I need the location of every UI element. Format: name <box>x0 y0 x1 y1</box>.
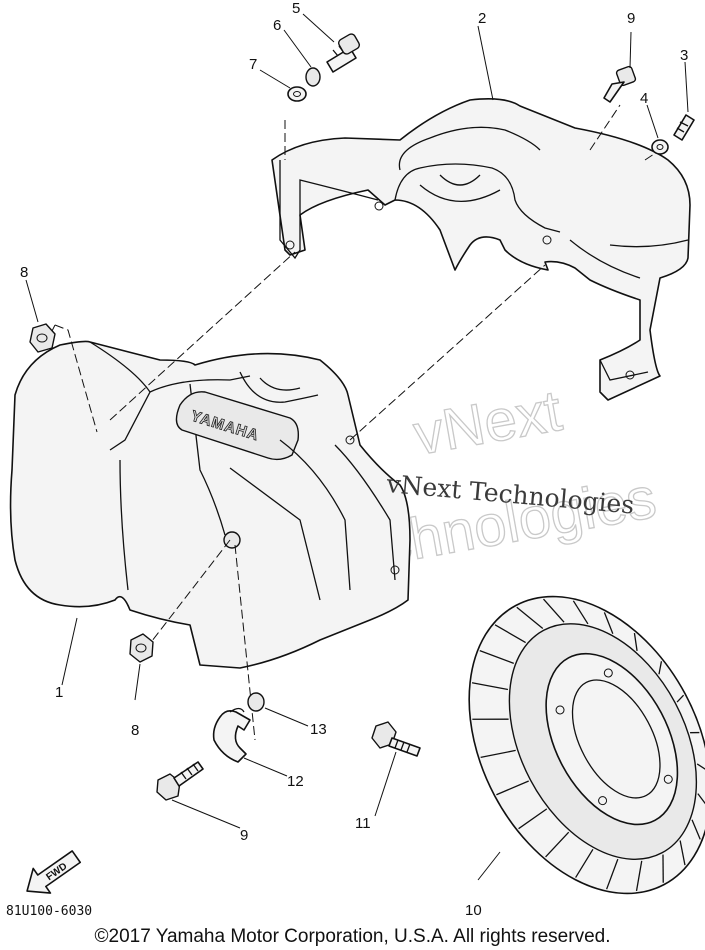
flywheel-fin <box>635 860 643 892</box>
flywheel-fin <box>572 600 589 625</box>
washer-part-4 <box>651 139 669 155</box>
callout-6: 6 <box>273 17 281 34</box>
flywheel-fin <box>542 598 565 623</box>
washer-part-7 <box>287 86 307 102</box>
callout-7: 7 <box>249 56 257 73</box>
lower-cover-part-1: YAMAHA <box>9 340 411 669</box>
flywheel-fin <box>676 694 685 703</box>
nut-part-8-lower <box>129 633 154 663</box>
callout-9-lower: 9 <box>240 827 248 844</box>
callout-3: 3 <box>680 47 688 64</box>
upper-cover-part-2 <box>271 98 691 401</box>
flywheel-fin <box>494 624 526 644</box>
callout-8-upper: 8 <box>20 264 28 281</box>
lock-washer-part-6 <box>305 67 321 87</box>
bolt-part-11 <box>371 721 421 757</box>
flywheel-fin <box>691 819 701 840</box>
flywheel-fin <box>496 780 529 796</box>
flywheel-fin <box>606 858 619 890</box>
callout-11: 11 <box>355 815 371 832</box>
nut-part-8-upper <box>29 323 56 353</box>
flywheel-fin <box>516 606 544 630</box>
flywheel-fin <box>690 731 700 734</box>
flywheel-fin <box>662 854 664 883</box>
flywheel-fin <box>696 763 705 772</box>
copyright-notice: ©2017 Yamaha Motor Corporation, U.S.A. A… <box>94 926 611 947</box>
diagram-part-number: 81U100-6030 <box>6 904 92 919</box>
hardware <box>29 33 695 801</box>
callout-12: 12 <box>287 773 304 790</box>
bolt-part-3 <box>673 114 695 141</box>
callout-8-lower: 8 <box>131 722 139 739</box>
flywheel-part-10 <box>468 595 705 895</box>
callout-13: 13 <box>310 721 327 738</box>
flywheel-fin <box>697 793 705 808</box>
flywheel-fin <box>575 849 594 878</box>
clip-part-12 <box>212 707 251 763</box>
flywheel-fin <box>545 831 570 858</box>
flywheel-fin <box>471 682 509 691</box>
callout-4: 4 <box>640 90 648 107</box>
watermark-large-line1: vNext <box>409 378 566 468</box>
flywheel-fin <box>472 718 509 720</box>
callout-1: 1 <box>55 684 63 701</box>
leader-lines <box>25 13 689 881</box>
callout-5: 5 <box>292 0 300 17</box>
flywheel-fin <box>603 612 614 634</box>
callout-2: 2 <box>478 10 486 27</box>
callouts: 5 6 7 2 9 3 4 8 1 8 13 12 11 9 10 <box>20 0 688 919</box>
flywheel-fin <box>679 840 686 866</box>
flywheel-fin <box>633 632 638 651</box>
flywheel-fin <box>479 649 514 664</box>
bolt-part-5 <box>326 33 361 73</box>
fwd-arrow: FWD <box>26 850 82 894</box>
grommet-part-13 <box>247 692 265 712</box>
flywheel-fin <box>480 749 516 759</box>
flywheel-fin <box>658 661 663 675</box>
callout-9-upper: 9 <box>627 10 635 27</box>
flywheel-fin <box>518 808 548 830</box>
bolt-part-9-lower <box>156 761 204 801</box>
callout-10: 10 <box>465 902 482 919</box>
bolt-part-9-upper <box>603 65 637 103</box>
